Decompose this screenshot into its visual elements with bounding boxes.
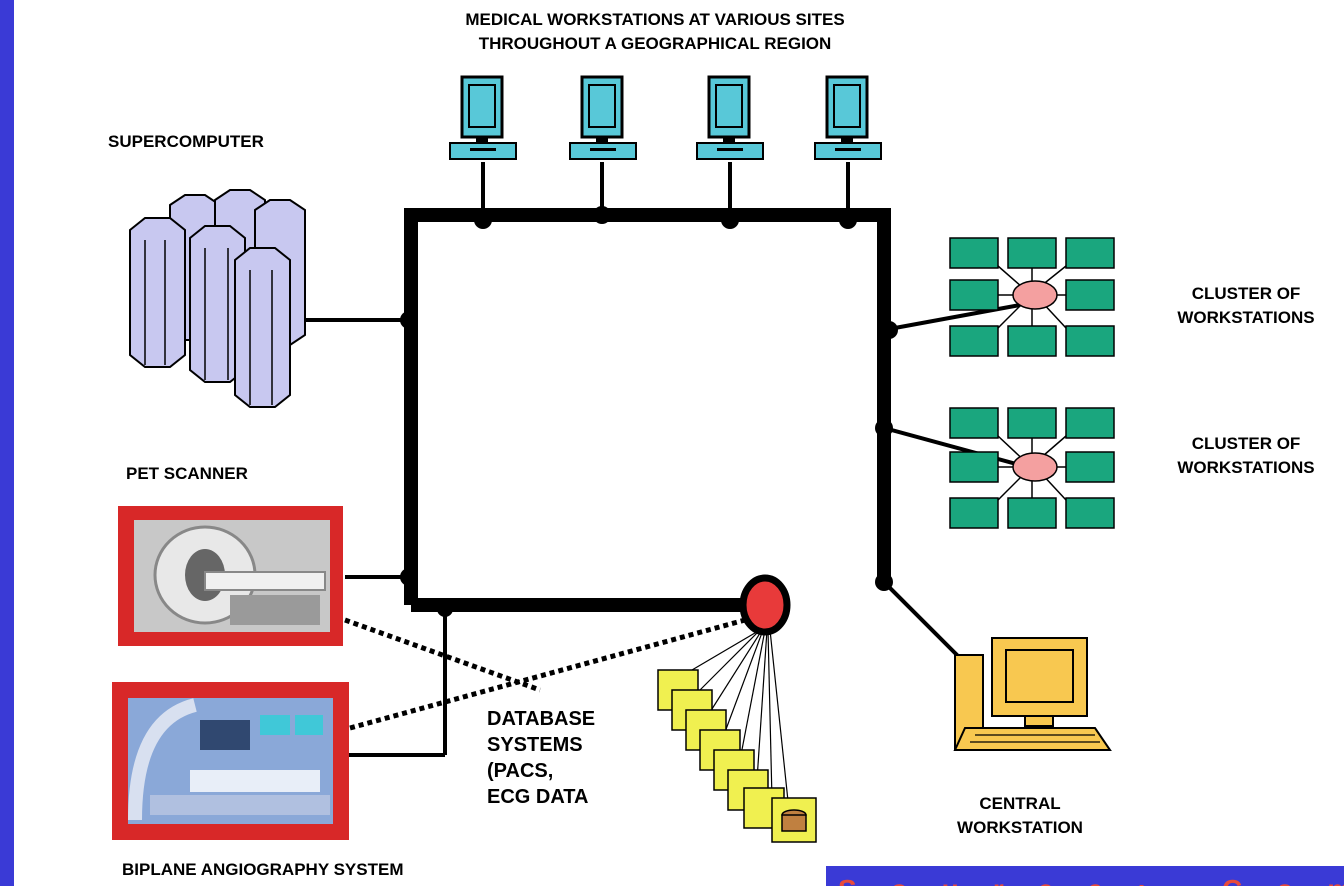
workstation-cluster	[949, 407, 1115, 529]
central-line2: WORKSTATION	[957, 818, 1083, 837]
pet-scanner-label: PET SCANNER	[126, 464, 248, 483]
biplane-label: BIPLANE ANGIOGRAPHY SYSTEM	[122, 860, 404, 879]
central-line1: CENTRAL	[979, 794, 1061, 813]
central-workstation-label: CENTRAL WORKSTATION	[930, 792, 1110, 840]
database-line1: DATABASE	[487, 708, 596, 730]
database-hub	[739, 574, 791, 636]
cluster-label-2-line2: WORKSTATIONS	[1177, 458, 1315, 477]
cluster-label-2: CLUSTER OF WORKSTATIONS	[1148, 432, 1344, 480]
database-line3: (PACS,	[487, 760, 554, 782]
dotted-links	[344, 617, 746, 731]
cluster-label-2-line1: CLUSTER OF	[1191, 434, 1301, 453]
workstation-cluster	[949, 237, 1115, 357]
database-disks	[657, 629, 817, 843]
workstation-icon	[814, 75, 882, 160]
database-line2: SYSTEMS	[487, 734, 583, 756]
junction-dots	[400, 206, 898, 617]
database-line4: ECG DATA	[487, 786, 589, 808]
source-banner: Source: Computer Science	[826, 866, 1344, 886]
network-backbone	[404, 208, 891, 612]
workstation-icon	[569, 75, 637, 160]
central-workstation-icon	[953, 637, 1112, 751]
cluster-label-1-line2: WORKSTATIONS	[1177, 308, 1315, 327]
database-label: DATABASE SYSTEMS (PACS, ECG DATA	[487, 706, 595, 810]
workstation-icon	[449, 75, 517, 160]
cluster-label-1-line1: CLUSTER OF	[1191, 284, 1301, 303]
source-banner-text: Source: Computer Science	[838, 874, 1344, 886]
cluster-label-1: CLUSTER OF WORKSTATIONS	[1148, 282, 1344, 330]
supercomputer-label: SUPERCOMPUTER	[108, 132, 264, 151]
workstation-icon	[696, 75, 764, 160]
workstations-title-line2: THROUGHOUT A GEOGRAPHICAL REGION	[478, 34, 832, 53]
pet-scanner-image	[118, 506, 343, 646]
workstations-title: MEDICAL WORKSTATIONS AT VARIOUS SITES TH…	[370, 8, 940, 56]
supercomputer-icon	[129, 189, 306, 408]
biplane-angiography-image	[112, 682, 349, 840]
workstations-title-line1: MEDICAL WORKSTATIONS AT VARIOUS SITES	[465, 10, 845, 29]
